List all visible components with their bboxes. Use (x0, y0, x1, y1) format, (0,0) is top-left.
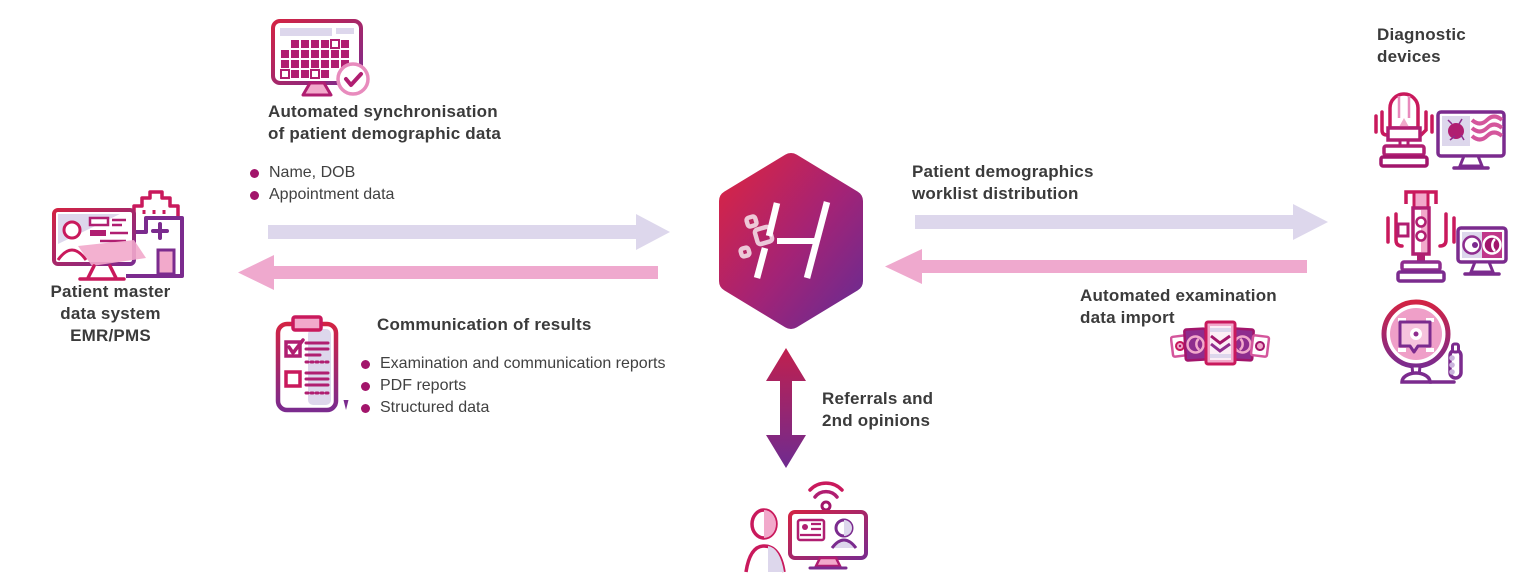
arrow-import-to-hub (885, 248, 1307, 285)
emr-label-line2: data system (60, 304, 161, 323)
sync-heading-line1: Automated synchronisation (268, 102, 498, 121)
import-heading-line2: data import (1080, 308, 1175, 327)
telemedicine-icon (744, 476, 872, 574)
results-bullet-list: Examination and communication reports PD… (361, 353, 665, 419)
arrow-results-to-emr (238, 254, 658, 291)
list-item: PDF reports (361, 375, 665, 397)
referrals-label-line1: Referrals and (822, 389, 934, 408)
worklist-heading-line2: worklist distribution (912, 184, 1079, 203)
arrow-demographics-to-hub (268, 214, 670, 250)
bullet-text: Structured data (380, 399, 490, 416)
arrow-referrals-bidirectional (766, 348, 806, 468)
import-heading: Automated examination data import (1080, 285, 1277, 329)
list-item: Name, DOB (250, 162, 394, 184)
sync-bullet-list: Name, DOB Appointment data (250, 162, 394, 206)
bullet-dot (361, 403, 370, 413)
sync-heading: Automated synchronisation of patient dem… (268, 101, 501, 145)
devices-label: Diagnostic devices (1377, 24, 1466, 68)
worklist-heading-line1: Patient demographics (912, 162, 1094, 181)
emr-workstation-icon (48, 186, 190, 286)
emr-label-line3: EMR/PMS (70, 326, 151, 345)
list-item: Appointment data (250, 184, 394, 206)
list-item: Structured data (361, 397, 665, 419)
fundus-camera-icon (1372, 188, 1510, 284)
emr-label: Patient master data system EMR/PMS (28, 281, 193, 347)
devices-label-line1: Diagnostic (1377, 25, 1466, 44)
calendar-monitor-icon (266, 16, 372, 104)
hexagon-logo (711, 152, 871, 330)
scan-stack-icon (1170, 320, 1272, 368)
perimeter-device-icon (1378, 298, 1474, 390)
devices-label-line2: devices (1377, 47, 1441, 66)
bullet-dot (361, 359, 370, 369)
bullet-text: Examination and communication reports (380, 355, 666, 372)
arrow-worklist-to-devices (915, 204, 1328, 240)
bullet-text: PDF reports (380, 377, 467, 394)
bullet-dot (250, 190, 259, 200)
bullet-dot (250, 168, 259, 178)
bullet-dot (361, 381, 370, 391)
emr-label-line1: Patient master (50, 282, 171, 301)
sync-heading-line2: of patient demographic data (268, 124, 502, 143)
referrals-label-line2: 2nd opinions (822, 411, 931, 430)
bullet-text: Name, DOB (269, 164, 356, 181)
clipboard-report-icon (272, 314, 354, 414)
import-heading-line1: Automated examination (1080, 286, 1277, 305)
oct-device-icon (1372, 86, 1510, 174)
bullet-text: Appointment data (269, 186, 395, 203)
referrals-label: Referrals and 2nd opinions (822, 388, 933, 432)
results-heading: Communication of results (377, 315, 592, 334)
list-item: Examination and communication reports (361, 353, 665, 375)
worklist-heading: Patient demographics worklist distributi… (912, 161, 1094, 205)
